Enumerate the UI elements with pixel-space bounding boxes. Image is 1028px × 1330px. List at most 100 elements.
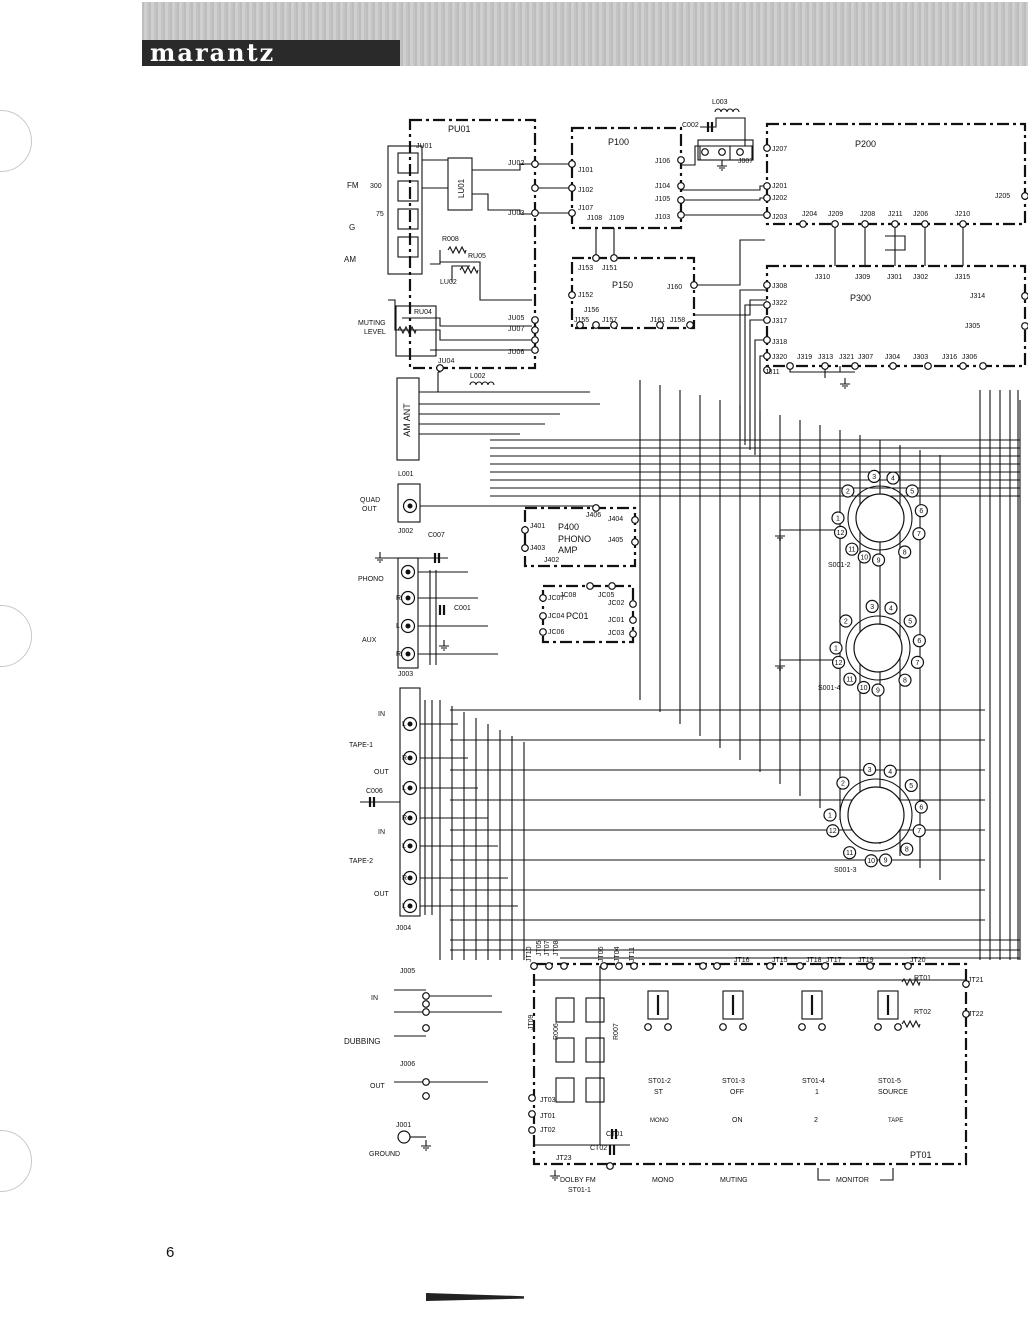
ground-symbol <box>550 1170 560 1181</box>
switch-contact <box>871 683 885 697</box>
label-jc02: JC02 <box>608 600 624 607</box>
label-rt02: RT02 <box>914 1009 931 1016</box>
antenna-terminal <box>397 180 419 202</box>
label-n12: 12 <box>835 660 843 667</box>
terminal-node <box>821 962 829 970</box>
label-jt03: JT03 <box>540 1097 556 1104</box>
terminal-node <box>615 962 623 970</box>
label-n7: 7 <box>917 828 921 835</box>
terminal-node <box>959 220 967 228</box>
rca-jack-pin <box>407 815 413 821</box>
terminal-node <box>592 504 600 512</box>
label-st01-3: ST01-3 <box>722 1078 745 1085</box>
label-s001-2: S001-2 <box>828 562 851 569</box>
label-j155: J155 <box>574 317 589 324</box>
label-ju06: JU06 <box>508 349 524 356</box>
label-jt06: JT06 <box>598 946 605 962</box>
label-n3: 3 <box>872 474 876 481</box>
label-r: R <box>402 755 407 762</box>
label-n4: 4 <box>891 476 895 483</box>
label-j209: J209 <box>828 211 843 218</box>
label-jt22: JT22 <box>968 1011 984 1018</box>
label-n7: 7 <box>916 660 920 667</box>
capacitor <box>438 605 446 615</box>
label-ju01: JU01 <box>416 143 432 150</box>
label-ru04: RU04 <box>414 309 432 316</box>
terminal-node <box>592 254 600 262</box>
label-j303: J303 <box>913 354 928 361</box>
label-jc08: JC08 <box>560 592 576 599</box>
terminal-node <box>531 336 539 344</box>
label-mono-sw: MONO <box>650 1118 669 1124</box>
label-j006: J006 <box>400 1061 415 1068</box>
terminal-node <box>539 594 547 602</box>
switch-contact <box>867 469 881 484</box>
terminal-node <box>861 220 869 228</box>
label-n10: 10 <box>860 685 868 692</box>
label-j404: J404 <box>608 516 623 523</box>
wire <box>834 224 964 266</box>
terminal-node <box>874 1023 882 1031</box>
terminal-node <box>610 254 618 262</box>
wire <box>681 145 753 166</box>
wire <box>817 1168 894 1181</box>
label-j204: J204 <box>802 211 817 218</box>
terminal-node <box>851 362 859 370</box>
capacitor <box>608 1145 616 1155</box>
label-n9: 9 <box>877 557 881 564</box>
label-r: R <box>396 651 401 658</box>
switch-ring <box>847 485 913 551</box>
label-l003: L003 <box>712 99 728 106</box>
switch-contact <box>831 655 846 669</box>
wire <box>681 185 767 216</box>
module-p400 <box>523 506 637 568</box>
terminal-node <box>1021 292 1028 300</box>
label-n2: 2 <box>841 781 845 788</box>
ground-post <box>397 1130 411 1144</box>
label-j401: J401 <box>530 523 545 530</box>
terminal-node <box>631 516 639 524</box>
switch-contact <box>914 800 928 814</box>
wire <box>420 723 518 907</box>
components <box>387 118 1028 1170</box>
terminal-node <box>763 316 771 324</box>
label-j311: J311 <box>765 369 780 376</box>
switch-contact <box>864 854 878 868</box>
switch-contact <box>898 545 912 559</box>
label-pu01: PU01 <box>448 124 471 134</box>
label-n7: 7 <box>917 531 921 538</box>
switch-contact <box>845 542 859 556</box>
label-jt07: JT07 <box>544 940 551 956</box>
switch-contact <box>871 553 886 567</box>
rca-jack-pin <box>405 569 411 575</box>
terminal-node <box>818 1023 826 1031</box>
rca-jack-pin <box>405 651 411 657</box>
switch-contact <box>905 484 919 498</box>
label-j306: J306 <box>962 354 977 361</box>
label-j302: J302 <box>913 274 928 281</box>
label-p300: P300 <box>850 293 871 303</box>
label-c007: C007 <box>428 532 445 539</box>
switch-contact <box>912 634 926 648</box>
terminal-node <box>798 1023 806 1031</box>
terminal-node <box>962 1010 970 1018</box>
label-j158: J158 <box>670 317 685 324</box>
label-l001: L001 <box>398 471 414 478</box>
switch-contact <box>857 680 871 695</box>
label-jt04: JT04 <box>614 946 621 962</box>
switch-contact <box>826 824 840 838</box>
switch-contact <box>900 842 914 856</box>
label-lu01: LU01 <box>457 178 466 198</box>
rca-jack-pin <box>407 721 413 727</box>
terminal-node <box>736 148 744 156</box>
wire <box>437 368 560 393</box>
label-j001: J001 <box>396 1122 411 1129</box>
label-n4: 4 <box>888 769 892 776</box>
label-out: OUT <box>362 506 378 513</box>
label-pt01: PT01 <box>910 1150 932 1160</box>
label-j002: J002 <box>398 528 413 535</box>
switch-contact <box>841 484 855 498</box>
label-jt18: JT18 <box>806 957 822 964</box>
j003-jack-block <box>397 557 419 669</box>
